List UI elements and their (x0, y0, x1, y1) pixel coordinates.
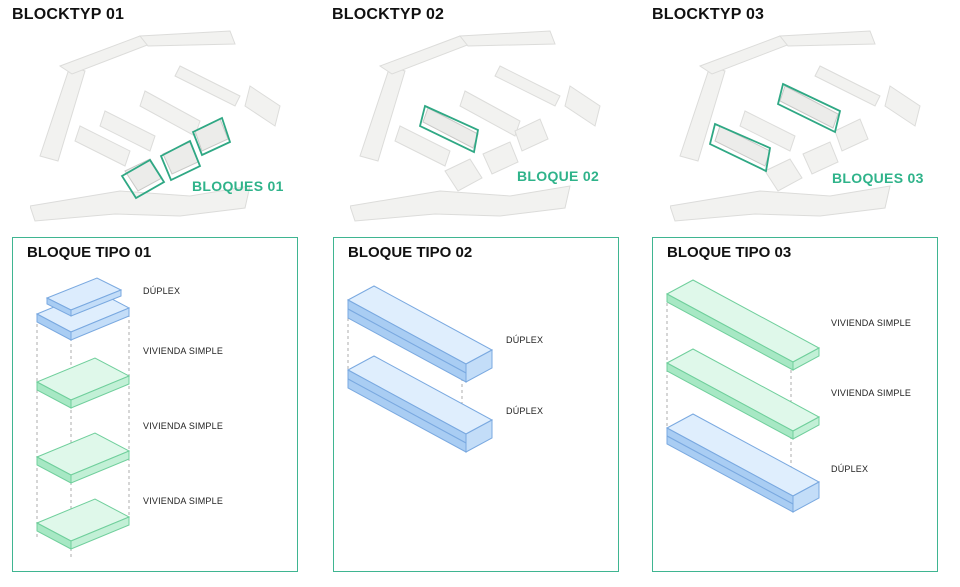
column-title-1: BLOCKTYP 01 (12, 6, 125, 23)
layer-label-3-3: DÚPLEX (831, 464, 869, 474)
site-massing-1: BLOQUES 01 (29, 26, 300, 226)
panel-bloque-tipo-2: BLOQUE TIPO 02 DÚPLEX DÚPLEX (333, 237, 619, 572)
layer-simple-3-2 (665, 348, 821, 440)
layer-label-2-2: DÚPLEX (506, 406, 544, 416)
stack-diagram-2 (346, 285, 494, 453)
layer-duplex-2-2 (346, 355, 494, 453)
layer-label-2-1: DÚPLEX (506, 335, 544, 345)
layer-simple-1 (35, 357, 131, 409)
panel-title-1: BLOQUE TIPO 01 (27, 244, 152, 261)
layer-label-3-1: VIVIENDA SIMPLE (831, 318, 912, 328)
layer-duplex-1 (35, 277, 131, 341)
site-label-3: BLOQUES 03 (832, 170, 924, 186)
panel-title-2: BLOQUE TIPO 02 (348, 244, 473, 261)
layer-label-1-4: VIVIENDA SIMPLE (143, 496, 224, 506)
layer-label-3-2: VIVIENDA SIMPLE (831, 388, 912, 398)
site-massing-2: BLOQUE 02 (349, 26, 620, 226)
panel-bloque-tipo-1: BLOQUE TIPO 01 (12, 237, 298, 572)
site-massing-drawing-3 (669, 30, 921, 222)
layer-label-1-1: DÚPLEX (143, 286, 181, 296)
site-massing-3: BLOQUES 03 (669, 26, 940, 226)
column-title-3: BLOCKTYP 03 (652, 6, 765, 23)
column-title-2: BLOCKTYP 02 (332, 6, 445, 23)
layer-duplex-3-1 (665, 413, 821, 513)
panel-title-3: BLOQUE TIPO 03 (667, 244, 792, 261)
layer-simple-3 (35, 498, 131, 550)
layer-simple-3-1 (665, 279, 821, 371)
site-label-1: BLOQUES 01 (192, 178, 284, 194)
layer-label-1-2: VIVIENDA SIMPLE (143, 346, 224, 356)
site-massing-drawing-1 (29, 30, 281, 222)
stack-diagram-1 (35, 277, 131, 558)
layer-label-1-3: VIVIENDA SIMPLE (143, 421, 224, 431)
site-massing-drawing-2 (349, 30, 601, 222)
site-label-2: BLOQUE 02 (517, 168, 600, 184)
stack-diagram-3 (665, 279, 821, 513)
layer-duplex-2-1 (346, 285, 494, 383)
panel-bloque-tipo-3: BLOQUE TIPO 03 VIVIENDA SIMPLE VIVIENDA … (652, 237, 938, 572)
layer-simple-2 (35, 432, 131, 484)
